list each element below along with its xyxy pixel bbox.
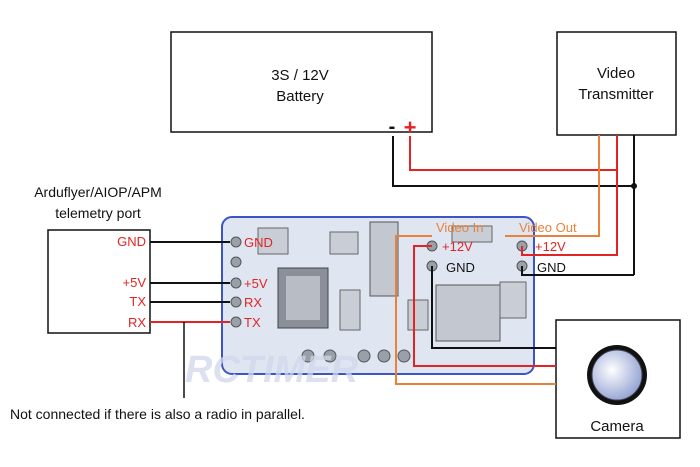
telemetry-wires [150,241,230,398]
in-12v-label: +12V [442,239,473,254]
vtx-box [556,31,677,136]
power-video-wires [392,135,637,385]
out-gnd-label: GND [537,260,566,275]
board-rx-label: RX [244,295,262,310]
battery-box [170,31,433,133]
note-text: Not connected if there is also a radio i… [10,406,305,422]
vtx-label-2: Transmitter [578,86,653,103]
board-gnd-label: GND [244,235,273,250]
board-watermark: RCTIMER [185,349,359,391]
port-title-1: Arduflyer/AIOP/APM [34,184,162,200]
camera-label: Camera [590,418,644,435]
battery-minus: - [389,116,396,138]
battery-label-2: Battery [276,88,324,105]
port-5v-label: +5V [123,275,147,290]
video-in-label: Video In [436,220,483,235]
telemetry-port-box [47,229,151,334]
port-tx-label: TX [129,294,146,309]
out-12v-label: +12V [535,239,566,254]
in-gnd-label: GND [446,260,475,275]
battery-label-1: 3S / 12V [271,67,329,84]
osd-board: RCTIMER [185,216,535,391]
port-rx-label: RX [128,315,146,330]
battery-plus: + [404,115,417,140]
video-out-label: Video Out [519,220,577,235]
port-title-2: telemetry port [55,205,141,221]
board-tx-label: TX [244,315,261,330]
vtx-label-1: Video [597,65,635,82]
port-gnd-label: GND [117,234,146,249]
board-5v-label: +5V [244,276,268,291]
